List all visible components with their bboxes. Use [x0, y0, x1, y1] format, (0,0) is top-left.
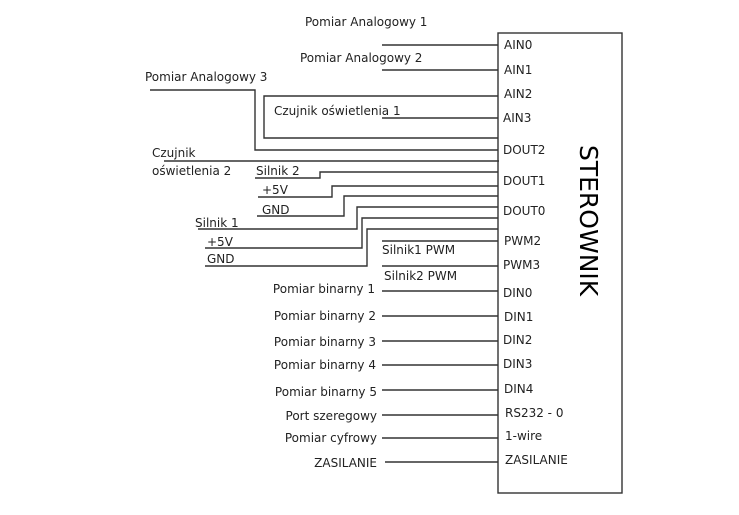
pin-rs232: RS232 - 0 — [505, 406, 563, 420]
label-analog1: Pomiar Analogowy 1 — [305, 15, 427, 29]
pin-din4: DIN4 — [504, 382, 533, 396]
label-light1: Czujnik oświetlenia 1 — [274, 104, 401, 118]
label-motor2-gnd: GND — [262, 203, 290, 217]
signal-labels: Pomiar Analogowy 1 Pomiar Analogowy 2 Po… — [145, 15, 457, 470]
wire-motor1 — [198, 206, 498, 230]
label-analog2: Pomiar Analogowy 2 — [300, 51, 422, 65]
wire-motor1-vcc — [205, 217, 498, 249]
label-binary-5: Pomiar binarny 5 — [275, 385, 377, 399]
label-motor2-pwm: Silnik2 PWM — [384, 269, 457, 283]
pin-ain3: AIN3 — [503, 111, 531, 125]
label-binary-3: Pomiar binarny 3 — [274, 335, 376, 349]
label-serial: Port szeregowy — [286, 409, 377, 423]
wire-ain2-loop — [263, 95, 498, 139]
label-motor1-pwm: Silnik1 PWM — [382, 243, 455, 257]
pin-1wire: 1-wire — [505, 429, 542, 443]
label-light2-line1: Czujnik — [152, 146, 196, 160]
pin-dout1: DOUT1 — [503, 174, 545, 188]
controller-box — [497, 32, 623, 494]
label-motor1: Silnik 1 — [195, 216, 239, 230]
pin-ain1: AIN1 — [504, 63, 532, 77]
pin-dout0: DOUT0 — [503, 204, 545, 218]
wire-dout2 — [150, 89, 498, 151]
pin-ain0: AIN0 — [504, 38, 532, 52]
label-binary-4: Pomiar binarny 4 — [274, 358, 376, 372]
pin-din0: DIN0 — [503, 286, 532, 300]
wire-motor2-vcc — [258, 185, 498, 198]
wire-motor2 — [255, 171, 498, 179]
label-analog3: Pomiar Analogowy 3 — [145, 70, 267, 84]
pin-pwm2: PWM2 — [504, 234, 541, 248]
pin-dout2: DOUT2 — [503, 143, 545, 157]
wire-motor1-gnd — [205, 228, 498, 267]
label-motor1-vcc: +5V — [207, 235, 234, 249]
label-motor2-vcc: +5V — [262, 183, 289, 197]
pin-zasilanie: ZASILANIE — [505, 453, 568, 467]
label-power: ZASILANIE — [314, 456, 377, 470]
pin-din2: DIN2 — [503, 333, 532, 347]
pin-din1: DIN1 — [504, 310, 533, 324]
label-motor1-gnd: GND — [207, 252, 235, 266]
pin-ain2: AIN2 — [504, 87, 532, 101]
label-digital: Pomiar cyfrowy — [285, 431, 377, 445]
pin-pwm3: PWM3 — [503, 258, 540, 272]
pin-din3: DIN3 — [503, 357, 532, 371]
wire-motor2-gnd — [257, 195, 498, 217]
label-light2-line2: oświetlenia 2 — [152, 164, 231, 178]
controller-title: STEROWNIK — [574, 145, 603, 297]
pin-labels: AIN0 AIN1 AIN2 AIN3 DOUT2 DOUT1 DOUT0 PW… — [503, 38, 568, 467]
label-motor2: Silnik 2 — [256, 164, 300, 178]
label-binary-1: Pomiar binarny 1 — [273, 282, 375, 296]
wires — [150, 44, 499, 463]
label-binary-2: Pomiar binarny 2 — [274, 309, 376, 323]
